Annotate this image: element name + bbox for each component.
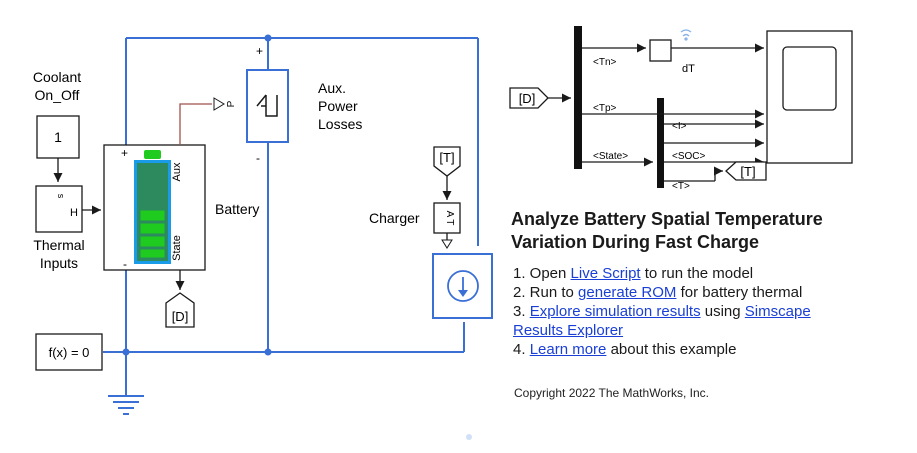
battery-icon [134, 150, 171, 264]
goto-d-block[interactable] [165, 292, 195, 328]
junction-dot [122, 348, 130, 356]
bus-selector-1[interactable] [574, 26, 582, 169]
charger-label: Charger [369, 210, 420, 226]
solver-label: f(x) = 0 [49, 345, 90, 360]
step-3-cont: Results Explorer [513, 321, 913, 340]
signal-wifi-icon [680, 29, 692, 41]
battery-port-aux: Aux [171, 162, 183, 181]
step-1-prefix: 1. Open [513, 265, 571, 282]
ps-to-source-arrow [441, 239, 453, 249]
solver-block[interactable] [35, 333, 103, 371]
info-title-line1: Analyze Battery Spatial Temperature [511, 209, 823, 229]
battery-plus: + [121, 146, 128, 160]
step-3-middle: using [700, 303, 745, 320]
junction-dot [264, 348, 272, 356]
aux-plus: + [256, 44, 263, 58]
aux-power-line3: Losses [318, 116, 362, 132]
aux-signal-arrow [213, 97, 225, 111]
bus-label-t: <T> [672, 181, 690, 192]
step-2: 2. Run to generate ROM for battery therm… [513, 283, 913, 302]
bus-selector-2[interactable] [657, 98, 664, 188]
battery-minus: - [123, 257, 127, 271]
ps-converter-label: A T [444, 211, 455, 226]
dt-label: dT [682, 63, 695, 75]
coolant-label-line1: Coolant [33, 69, 81, 85]
from-d-label: [D] [519, 91, 536, 106]
battery-label: Battery [215, 201, 259, 217]
live-script-link[interactable]: Live Script [570, 265, 641, 282]
bus-label-state: <State> [593, 151, 628, 162]
simscape-results-explorer-link-cont[interactable]: Results Explorer [513, 322, 624, 339]
simscape-results-explorer-link[interactable]: Simscape [744, 303, 811, 320]
step-3-prefix: 3. [513, 303, 530, 320]
aux-port-p: P [226, 100, 237, 107]
goto-t-block[interactable] [725, 161, 767, 181]
step-2-prefix: 2. Run to [513, 284, 579, 301]
constant-block[interactable] [36, 115, 80, 159]
thermal-inputs-line2: Inputs [40, 255, 78, 271]
current-arrow-head [458, 290, 468, 297]
constant-value: 1 [54, 129, 62, 145]
goto-t-label: [T] [740, 164, 755, 179]
step-4-suffix: about this example [606, 341, 737, 358]
current-source-icon [447, 270, 479, 302]
goto-d-label: [D] [172, 309, 189, 324]
bus-label-tn: <Tn> [593, 57, 617, 68]
info-steps: 1. Open Live Script to run the model 2. … [513, 264, 913, 359]
aux-signal-line [179, 103, 212, 145]
from-t-label: [T] [439, 150, 454, 165]
thermal-inputs-block[interactable] [35, 185, 83, 233]
dt-block[interactable] [649, 39, 672, 62]
ground-icon[interactable] [108, 395, 144, 415]
thermal-inputs-line1: Thermal [33, 237, 84, 253]
coolant-label-line2: On_Off [35, 87, 80, 103]
thermal-port-s: s [56, 194, 66, 199]
aux-power-block[interactable] [246, 69, 289, 143]
step-4-prefix: 4. [513, 341, 530, 358]
aux-power-line1: Aux. [318, 80, 346, 96]
bus-label-soc: <SOC> [672, 151, 706, 162]
ps-converter-block[interactable] [433, 202, 461, 234]
info-title-line2: Variation During Fast Charge [511, 232, 760, 252]
copyright: Copyright 2022 The MathWorks, Inc. [514, 386, 709, 400]
step-3: 3. Explore simulation results using Sims… [513, 302, 913, 321]
junction-dot [264, 34, 272, 42]
scope-screen-icon [782, 46, 837, 111]
info-title: Analyze Battery Spatial Temperature Vari… [511, 208, 911, 254]
battery-port-state: State [171, 235, 183, 261]
from-t-block[interactable] [433, 146, 461, 177]
aux-minus: - [256, 151, 260, 165]
thermal-port-h: H [70, 207, 78, 219]
explore-results-link[interactable]: Explore simulation results [529, 303, 701, 320]
from-d-block[interactable] [509, 87, 549, 109]
step-1: 1. Open Live Script to run the model [513, 264, 913, 283]
bus-label-i: <I> [672, 121, 687, 132]
learn-more-link[interactable]: Learn more [529, 341, 607, 358]
power-source-icon [256, 94, 278, 117]
bus-label-tp: <Tp> [593, 103, 617, 114]
aux-power-line2: Power [318, 98, 358, 114]
step-1-suffix: to run the model [640, 265, 754, 282]
generate-rom-link[interactable]: generate ROM [578, 284, 677, 301]
step-2-suffix: for battery thermal [676, 284, 803, 301]
step-4: 4. Learn more about this example [513, 340, 913, 359]
faint-dot [466, 434, 472, 440]
